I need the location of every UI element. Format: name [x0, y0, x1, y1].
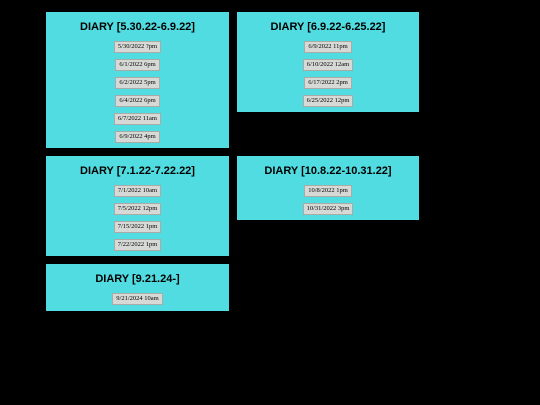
diary-panel-4: DIARY [10.8.22-10.31.22] 10/8/2022 1pm 1…: [237, 156, 419, 220]
diary-entry-list: 5/30/2022 ?pm 6/1/2022 6pm 6/2/2022 5pm …: [46, 38, 229, 146]
diary-entry-button[interactable]: 7/15/2022 1pm: [113, 221, 162, 233]
diary-panel-1: DIARY [5.30.22-6.9.22] 5/30/2022 ?pm 6/1…: [46, 12, 229, 148]
diary-entry-button[interactable]: 5/30/2022 ?pm: [113, 41, 162, 53]
diary-entry-button[interactable]: 6/17/2022 2pm: [304, 77, 352, 89]
diary-title: DIARY [5.30.22-6.9.22]: [80, 21, 195, 33]
diary-title: DIARY [9.21.24-]: [95, 273, 180, 285]
diary-entry-list: 9/21/2024 10am: [46, 290, 229, 308]
diary-entry-list: 7/1/2022 10am 7/5/2022 12pm 7/15/2022 1p…: [46, 182, 229, 254]
diary-entry-button[interactable]: 6/2/2022 5pm: [115, 77, 160, 89]
diary-entry-button[interactable]: 10/8/2022 1pm: [304, 185, 352, 197]
diary-entry-list: 10/8/2022 1pm 10/31/2022 3pm: [237, 182, 419, 218]
diary-panel-3: DIARY [7.1.22-7.22.22] 7/1/2022 10am 7/5…: [46, 156, 229, 256]
diary-entry-button[interactable]: 6/9/2022 4pm: [115, 131, 160, 143]
diary-title: DIARY [10.8.22-10.31.22]: [264, 165, 392, 177]
diary-title: DIARY [7.1.22-7.22.22]: [80, 165, 195, 177]
diary-entry-button[interactable]: 6/1/2022 6pm: [115, 59, 160, 71]
diary-panel-2: DIARY [6.9.22-6.25.22] 6/9/2022 11pm 6/1…: [237, 12, 419, 112]
diary-entry-button[interactable]: 10/31/2022 3pm: [302, 203, 354, 215]
diary-entry-button[interactable]: 7/5/2022 12pm: [113, 203, 162, 215]
diary-entry-button[interactable]: 7/22/2022 1pm: [113, 239, 162, 251]
diary-entry-button[interactable]: 6/7/2022 11am: [114, 113, 161, 125]
diary-entry-button[interactable]: 6/9/2022 11pm: [304, 41, 352, 53]
diary-panel-5: DIARY [9.21.24-] 9/21/2024 10am: [46, 264, 229, 311]
diary-entry-list: 6/9/2022 11pm 6/10/2022 12am 6/17/2022 2…: [237, 38, 419, 110]
diary-entry-button[interactable]: 9/21/2024 10am: [112, 293, 163, 305]
diary-entry-button[interactable]: 7/1/2022 10am: [113, 185, 162, 197]
diary-entry-button[interactable]: 6/10/2022 12am: [302, 59, 354, 71]
diary-entry-button[interactable]: 6/4/2022 6pm: [115, 95, 160, 107]
diary-title: DIARY [6.9.22-6.25.22]: [270, 21, 386, 33]
diary-entry-button[interactable]: 6/25/2022 12pm: [302, 95, 354, 107]
